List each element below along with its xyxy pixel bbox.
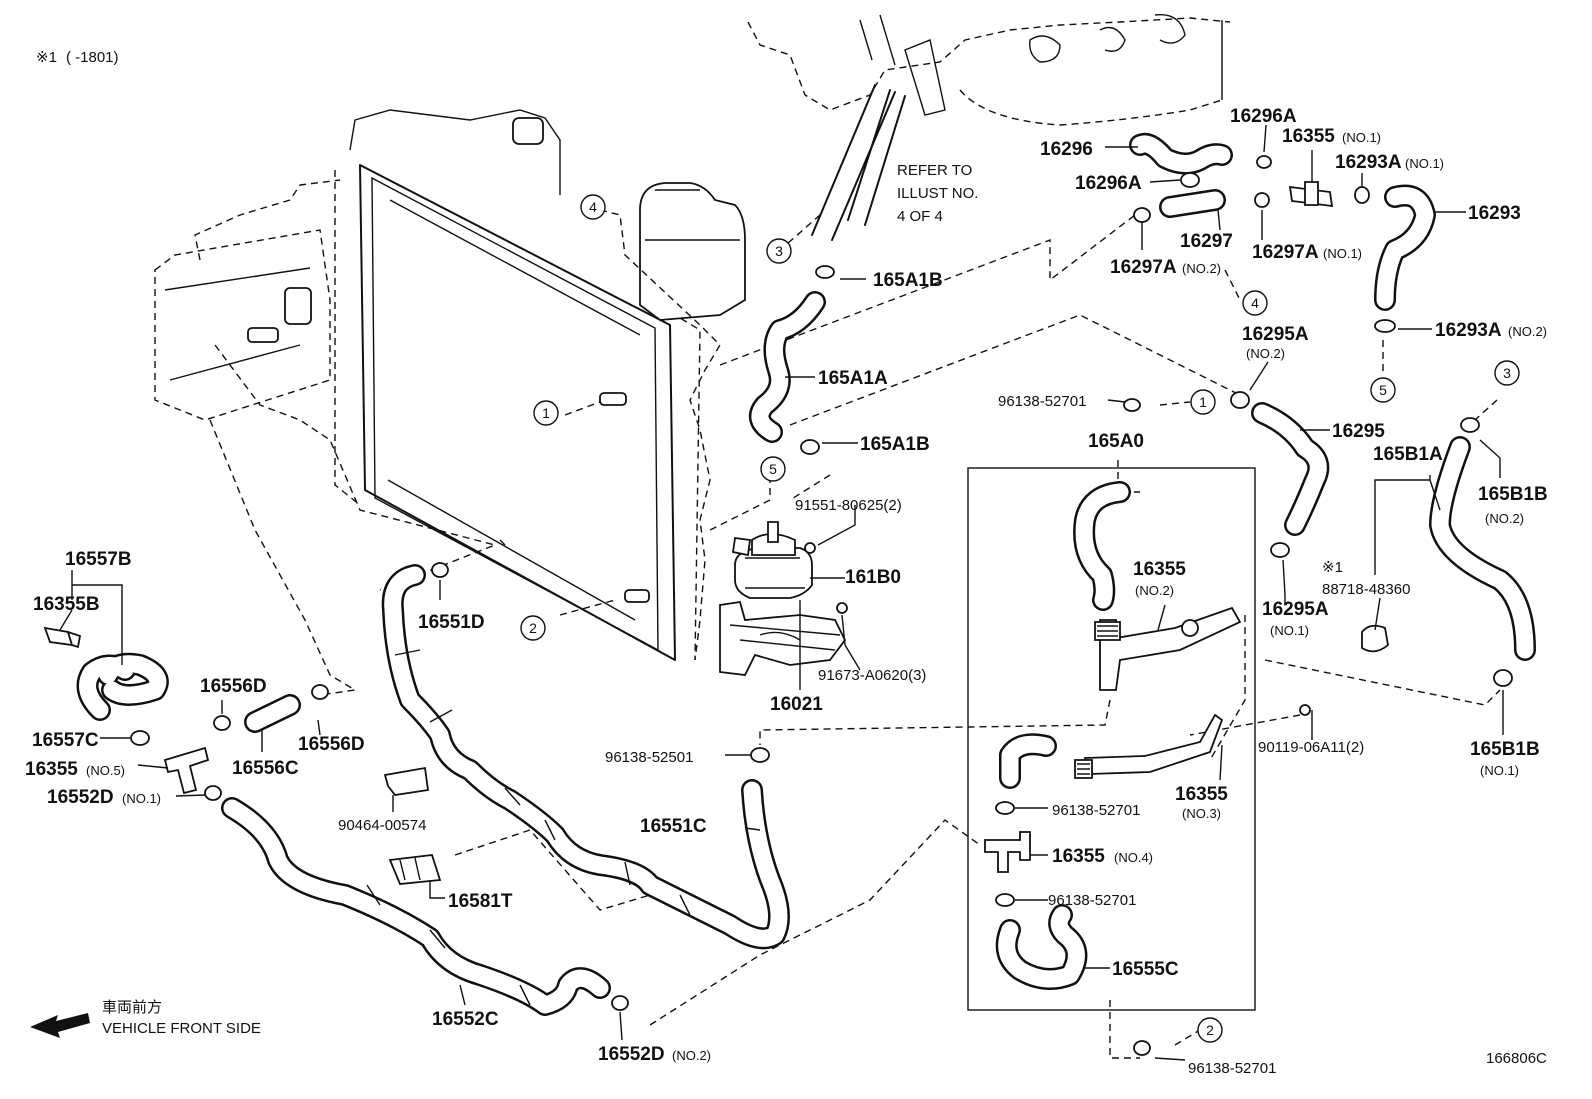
front-arrow-icon: [30, 1013, 90, 1038]
header-note-symbol: ※1: [36, 49, 57, 66]
label-16355-no1-sub: (NO.1): [1342, 130, 1381, 145]
label-90119-06A11: 90119-06A11(2): [1258, 739, 1364, 756]
label-16555C: 16555C: [1112, 959, 1179, 980]
label-16355-no2: 16355: [1133, 559, 1186, 580]
label-165A1B: 165A1B: [860, 434, 930, 455]
label-96138-52701-b: 96138-52701: [1052, 802, 1140, 819]
label-16293A-no2-sub: (NO.2): [1508, 324, 1547, 339]
label-16355-no4: 16355: [1052, 846, 1105, 867]
callout-2b: 2: [1206, 1022, 1214, 1038]
label-165B1B-no2: 165B1B: [1478, 484, 1548, 505]
refer-line-3: 4 OF 4: [897, 208, 943, 225]
callout-1b: 1: [1199, 394, 1207, 410]
leader-lines: [59, 124, 1504, 1061]
callout-2a: 2: [529, 620, 537, 636]
label-16556D-a: 16556D: [200, 676, 267, 697]
label-16355-no5-sub: (NO.5): [86, 763, 125, 778]
label-165B1B-no1-sub: (NO.1): [1480, 763, 1519, 778]
hose-bands: [366, 649, 691, 1006]
label-16355B: 16355B: [33, 594, 100, 615]
label-16556C: 16556C: [232, 758, 299, 779]
label-16295A-no1: 16295A: [1262, 599, 1329, 620]
callout-circles: 4 3 1 5 2 4 5 3 1 2: [520, 194, 1520, 1043]
label-16295: 16295: [1332, 421, 1385, 442]
label-16297: 16297: [1180, 231, 1233, 252]
connection-lines: [209, 214, 1501, 1059]
label-16552C: 16552C: [432, 1009, 499, 1030]
label-16293A-no2: 16293A: [1435, 320, 1502, 341]
callout-5b: 5: [1379, 382, 1387, 398]
vehicle-front-indicator: 車両前方 VEHICLE FRONT SIDE: [30, 999, 261, 1038]
clamps: [130, 155, 1513, 1056]
label-91673-A0620: 91673-A0620(3): [818, 667, 926, 684]
label-165B1A: 165B1A: [1373, 444, 1443, 465]
label-16557C: 16557C: [32, 730, 99, 751]
label-16293: 16293: [1468, 203, 1521, 224]
label-16021: 16021: [770, 694, 823, 715]
label-90464-00574: 90464-00574: [338, 817, 426, 834]
pipes: [43, 181, 1334, 873]
label-16552D-no2: 16552D: [598, 1044, 665, 1065]
label-16297A-no1-sub: (NO.1): [1323, 246, 1362, 261]
label-16355-no1: 16355: [1282, 126, 1335, 147]
label-165A1B-top: 165A1B: [873, 270, 943, 291]
label-16557B: 16557B: [65, 549, 132, 570]
label-16295A-no2-sub: (NO.2): [1246, 346, 1285, 361]
label-16355-no4-sub: (NO.4): [1114, 850, 1153, 865]
refer-note: REFER TO ILLUST NO. 4 OF 4: [897, 162, 978, 225]
callout-4a: 4: [589, 199, 597, 215]
label-16296A: 16296A: [1075, 173, 1142, 194]
label-16293A-no1: 16293A: [1335, 152, 1402, 173]
refer-line-1: REFER TO: [897, 162, 972, 179]
label-16297A-no2-sub: (NO.2): [1182, 261, 1221, 276]
front-label-english: VEHICLE FRONT SIDE: [102, 1020, 261, 1037]
engine-outline: [747, 13, 1231, 241]
label-16552D-no2-sub: (NO.2): [672, 1048, 711, 1063]
label-16355-no3-sub: (NO.3): [1182, 806, 1221, 821]
header-note-range: ( -1801): [66, 49, 119, 66]
label-96138-52701-d: 96138-52701: [1188, 1060, 1276, 1077]
label-96138-52701-a: 96138-52701: [998, 393, 1086, 410]
label-16552D-no1-sub: (NO.1): [122, 791, 161, 806]
callout-4b: 4: [1251, 295, 1259, 311]
label-16297A-no1: 16297A: [1252, 242, 1319, 263]
label-16295A-no1-sub: (NO.1): [1270, 623, 1309, 638]
label-88718-48360: 88718-48360: [1322, 581, 1410, 598]
label-16552D-no1: 16552D: [47, 787, 114, 808]
label-161B0: 161B0: [845, 567, 901, 588]
label-16556D-b: 16556D: [298, 734, 365, 755]
label-16355-no2-sub: (NO.2): [1135, 583, 1174, 598]
label-165B1B-no2-sub: (NO.2): [1485, 511, 1524, 526]
label-16297A-no2: 16297A: [1110, 257, 1177, 278]
label-165A0: 165A0: [1088, 431, 1144, 452]
label-16296A-top: 16296A: [1230, 106, 1297, 127]
label-91551-80625: 91551-80625(2): [795, 497, 902, 514]
callout-5a: 5: [769, 461, 777, 477]
label-16581T: 16581T: [448, 891, 513, 912]
label-16355-no3: 16355: [1175, 784, 1228, 805]
label-16293A-no1-sub: (NO.1): [1405, 156, 1444, 171]
callout-3b: 3: [1503, 365, 1511, 381]
label-96138-52701-c: 96138-52701: [1048, 892, 1136, 909]
callout-1a: 1: [542, 405, 550, 421]
label-16296: 16296: [1040, 139, 1093, 160]
label-16551C: 16551C: [640, 816, 707, 837]
part-labels: 16296 16296A 16296A 16355 (NO.1) 16293A …: [25, 106, 1548, 1077]
front-label-japanese: 車両前方: [102, 999, 162, 1016]
label-165A1A: 165A1A: [818, 368, 888, 389]
radiator: [154, 109, 746, 661]
label-16295A-no2: 16295A: [1242, 324, 1309, 345]
illustration-code: 166806C: [1486, 1050, 1547, 1067]
label-165B1B-no1: 165B1B: [1470, 739, 1540, 760]
label-96138-52501: 96138-52501: [605, 749, 693, 766]
refer-line-2: ILLUST NO.: [897, 185, 978, 202]
callout-3a: 3: [775, 243, 783, 259]
label-88718-mark: ※1: [1322, 559, 1343, 576]
hoses: [76, 132, 1536, 1016]
water-pump: [719, 521, 848, 676]
label-16551D: 16551D: [418, 612, 485, 633]
assembly-box: [967, 467, 1256, 1011]
label-16355-no5: 16355: [25, 759, 78, 780]
